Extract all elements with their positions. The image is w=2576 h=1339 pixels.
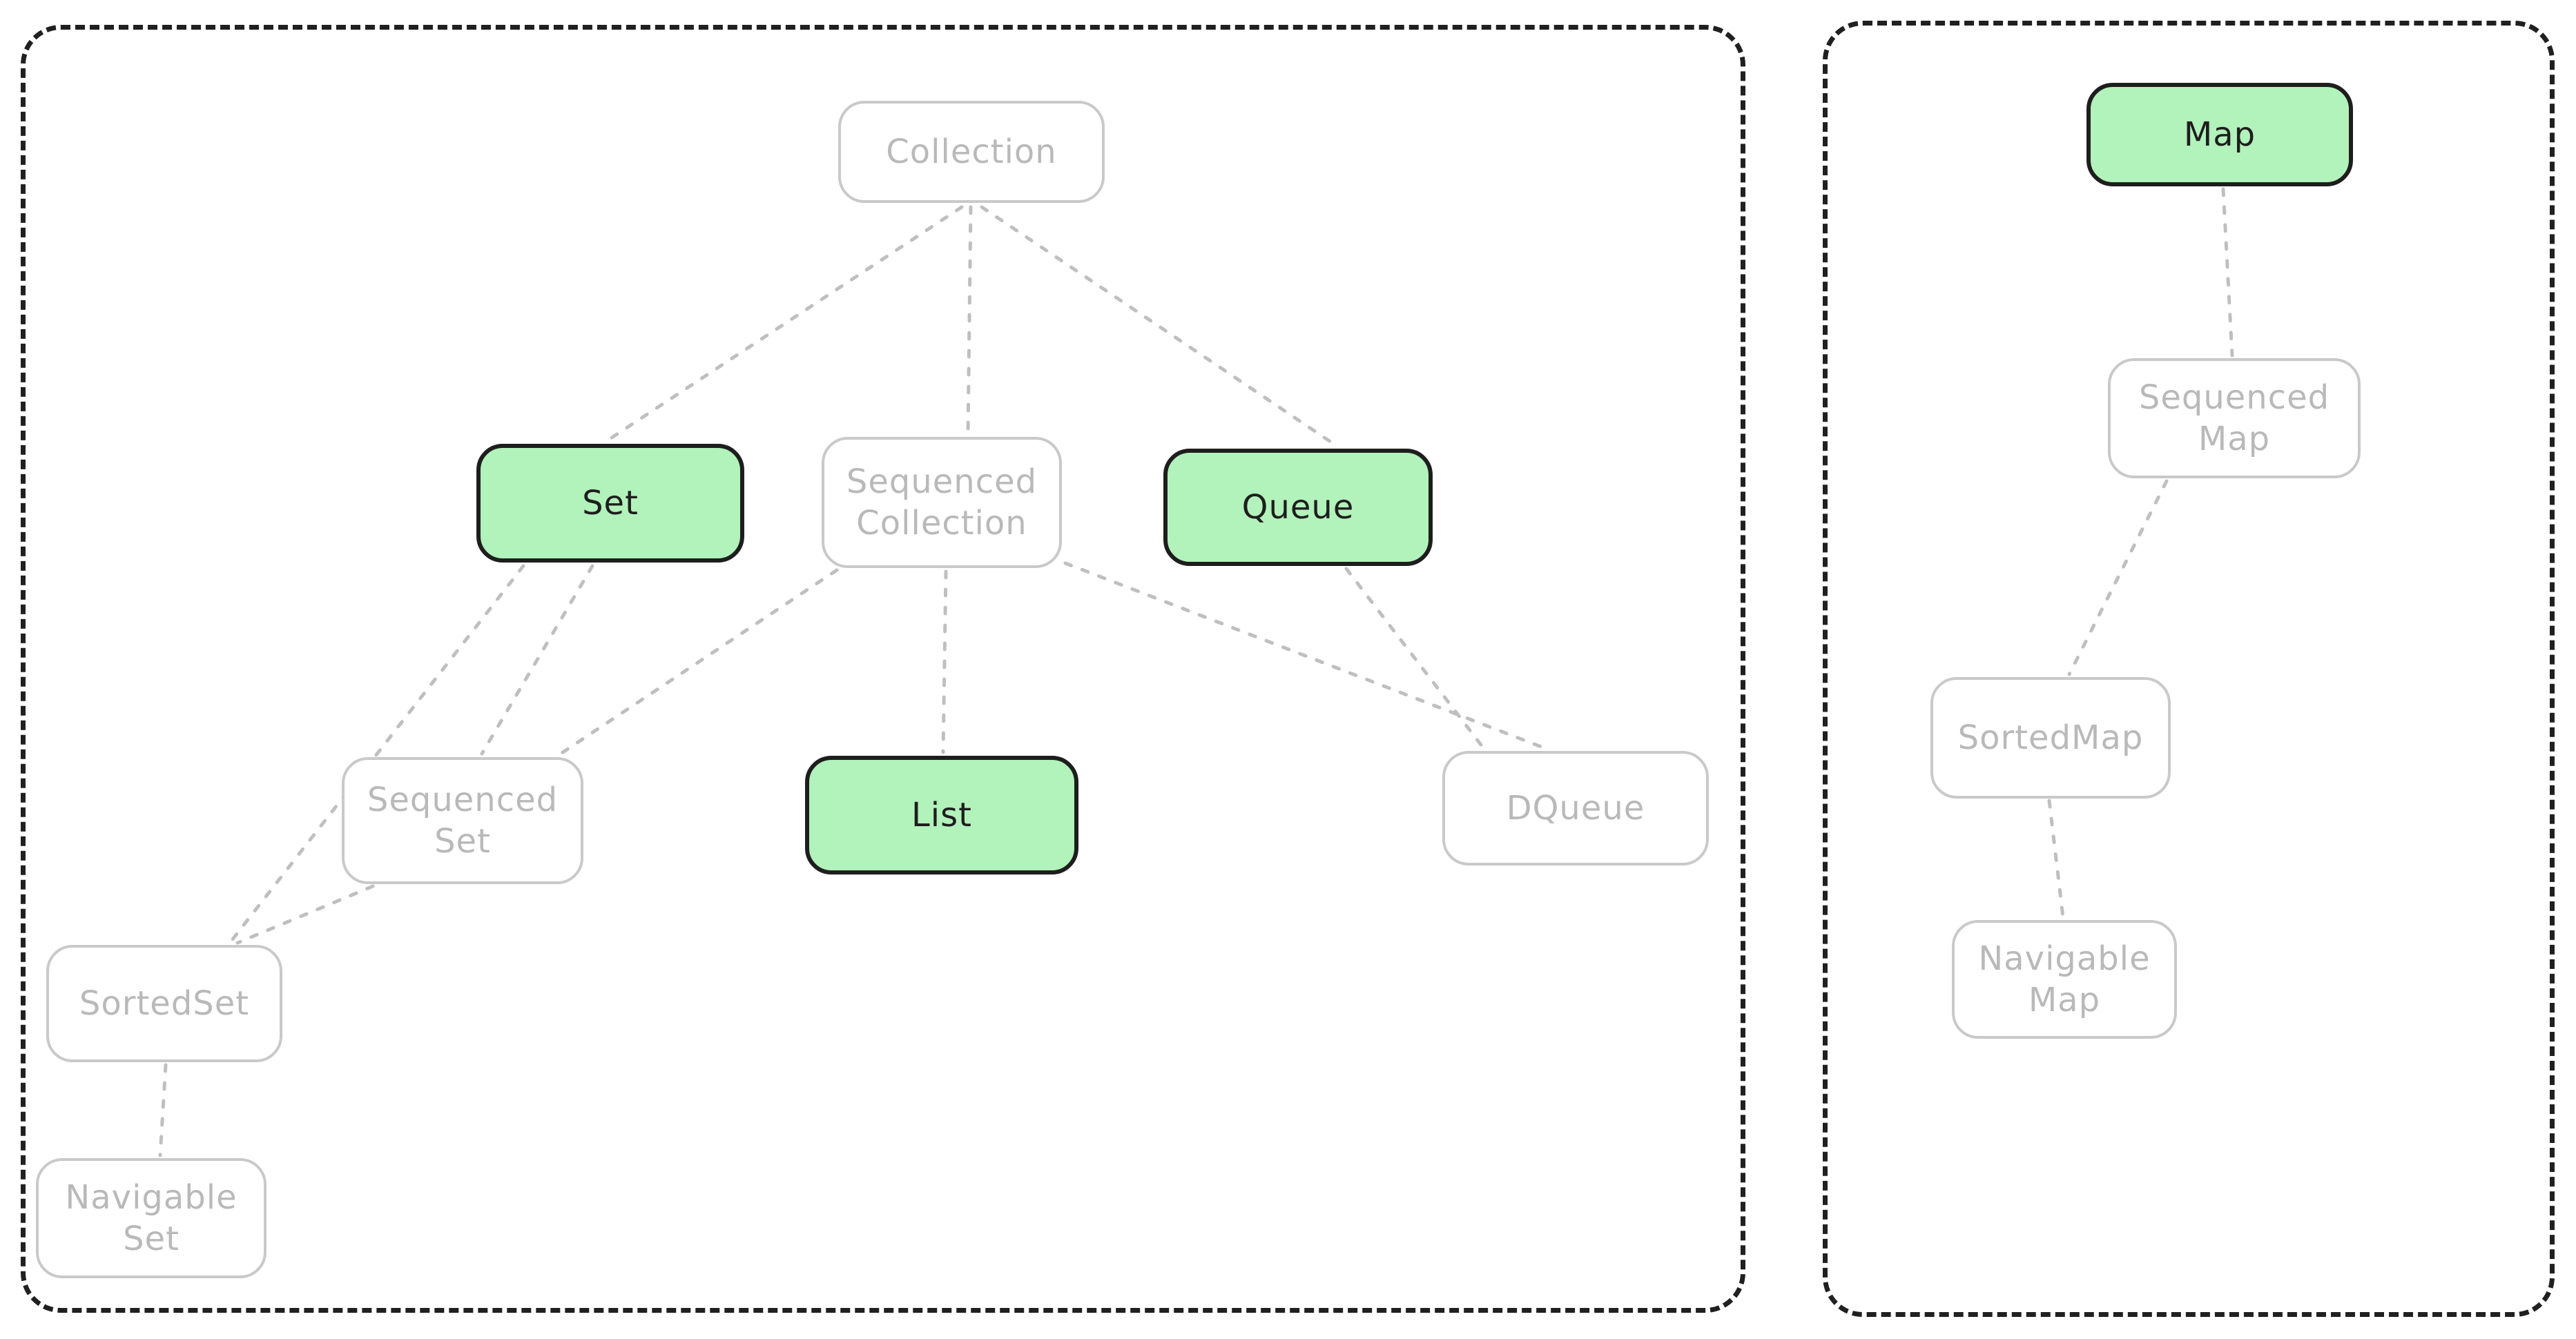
node-dqueue: DQueue [1442,751,1709,866]
node-label-list: List [911,796,972,834]
node-label-navigable-set: Navigable Set [65,1178,238,1258]
node-set: Set [476,444,744,563]
node-label-sequenced-set: Sequenced Set [367,781,559,861]
node-collection: Collection [838,101,1105,203]
node-sorted-map: SortedMap [1930,677,2171,799]
node-label-sequenced-map: Sequenced Map [2138,378,2330,458]
collections-panel [21,25,1745,1313]
node-label-queue: Queue [1241,488,1355,527]
maps-panel [1823,21,2555,1317]
node-label-sorted-set: SortedSet [79,984,250,1023]
node-navigable-set: Navigable Set [36,1158,267,1278]
node-label-set: Set [582,484,639,522]
node-label-sequenced-collection: Sequenced Collection [846,462,1038,543]
node-label-map: Map [2183,115,2256,154]
node-label-dqueue: DQueue [1506,789,1645,828]
node-label-collection: Collection [886,133,1057,171]
node-list: List [805,756,1078,874]
node-sorted-set: SortedSet [46,945,282,1062]
node-map: Map [2086,83,2353,186]
node-sequenced-set: Sequenced Set [342,757,583,884]
node-sequenced-collection: Sequenced Collection [822,437,1062,568]
node-navigable-map: Navigable Map [1952,920,2177,1039]
node-sequenced-map: Sequenced Map [2108,358,2361,478]
node-queue: Queue [1163,449,1433,566]
node-label-navigable-map: Navigable Map [1978,939,2151,1019]
node-label-sorted-map: SortedMap [1957,719,2144,757]
